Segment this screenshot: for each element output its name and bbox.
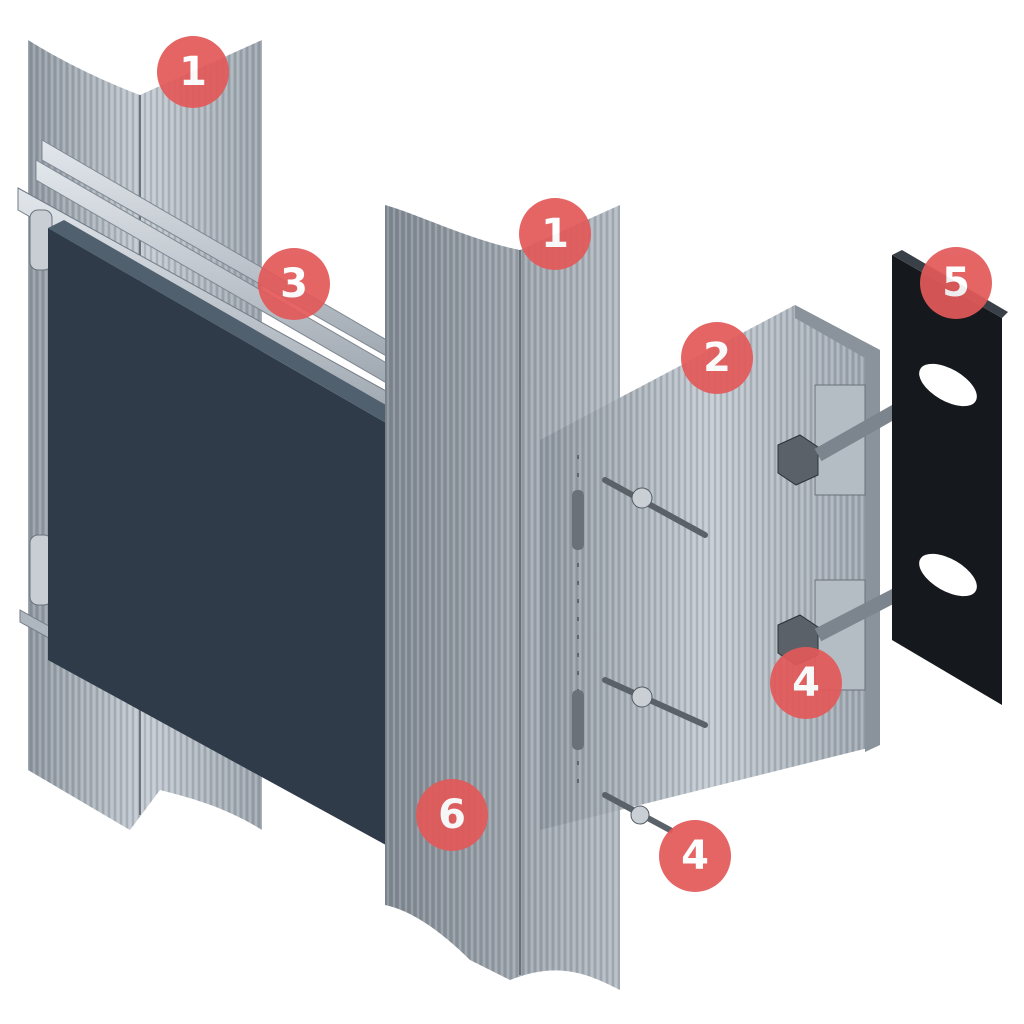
marker-4-rivet: 4 (659, 820, 731, 892)
marker-3-panel-rail: 3 (258, 248, 330, 320)
marker-2-bracket: 2 (681, 322, 753, 394)
rivets (602, 477, 708, 833)
marker-1-right-profile: 1 (519, 198, 591, 270)
marker-5-thermal-pad: 5 (920, 247, 992, 319)
marker-6-panel-clip: 6 (416, 779, 488, 851)
marker-1-left-profile: 1 (157, 36, 229, 108)
marker-4-bolt: 4 (770, 647, 842, 719)
